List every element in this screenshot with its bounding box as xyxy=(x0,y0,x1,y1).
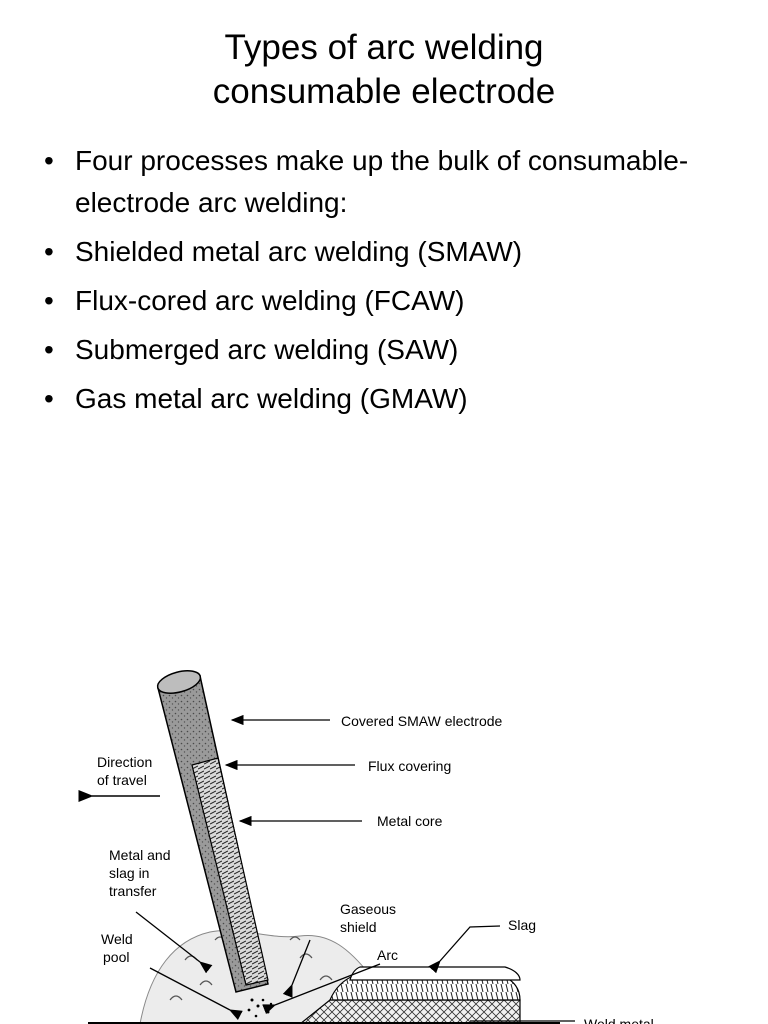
label-metal-core: Metal core xyxy=(377,813,443,829)
label-gaseous-line-2: shield xyxy=(340,919,377,935)
bullet-item-saw: Submerged arc welding (SAW) xyxy=(44,329,744,371)
label-flux-covering: Flux covering xyxy=(368,758,451,774)
label-weld-metal: Weld metal xyxy=(584,1016,654,1024)
label-arc: Arc xyxy=(377,947,398,963)
label-weld-pool-line-1: Weld xyxy=(101,931,133,947)
slide-title-line-2: consumable electrode xyxy=(212,72,556,111)
electrode xyxy=(156,670,269,993)
gas-swirl-marks xyxy=(169,936,358,1006)
label-transfer-line-3: transfer xyxy=(109,883,157,899)
bullet-item-intro: Four processes make up the bulk of consu… xyxy=(44,140,744,224)
label-covered-electrode: Covered SMAW electrode xyxy=(341,713,503,729)
label-transfer-line-1: Metal and xyxy=(109,847,170,863)
bullet-list: Four processes make up the bulk of consu… xyxy=(44,140,744,427)
leader-lines xyxy=(135,714,575,1022)
label-transfer-line-2: slag in xyxy=(109,865,149,881)
label-direction-line-2: of travel xyxy=(97,772,147,788)
bullet-item-gmaw: Gas metal arc welding (GMAW) xyxy=(44,378,744,420)
label-weld-pool-line-2: pool xyxy=(103,949,129,965)
slide-title: Types of arc welding consumable electrod… xyxy=(0,26,768,114)
bullet-item-fcaw: Flux-cored arc welding (FCAW) xyxy=(44,280,744,322)
slag-layer xyxy=(349,966,521,981)
smaw-diagram: Covered SMAW electrode Flux covering Met… xyxy=(0,640,768,1024)
label-slag: Slag xyxy=(508,917,536,933)
label-gaseous-line-1: Gaseous xyxy=(340,901,396,917)
slide-title-line-1: Types of arc welding xyxy=(224,28,544,67)
bullet-item-smaw: Shielded metal arc welding (SMAW) xyxy=(44,231,744,273)
label-direction-line-1: Direction xyxy=(97,754,152,770)
smaw-diagram-svg: Covered SMAW electrode Flux covering Met… xyxy=(78,670,654,1024)
